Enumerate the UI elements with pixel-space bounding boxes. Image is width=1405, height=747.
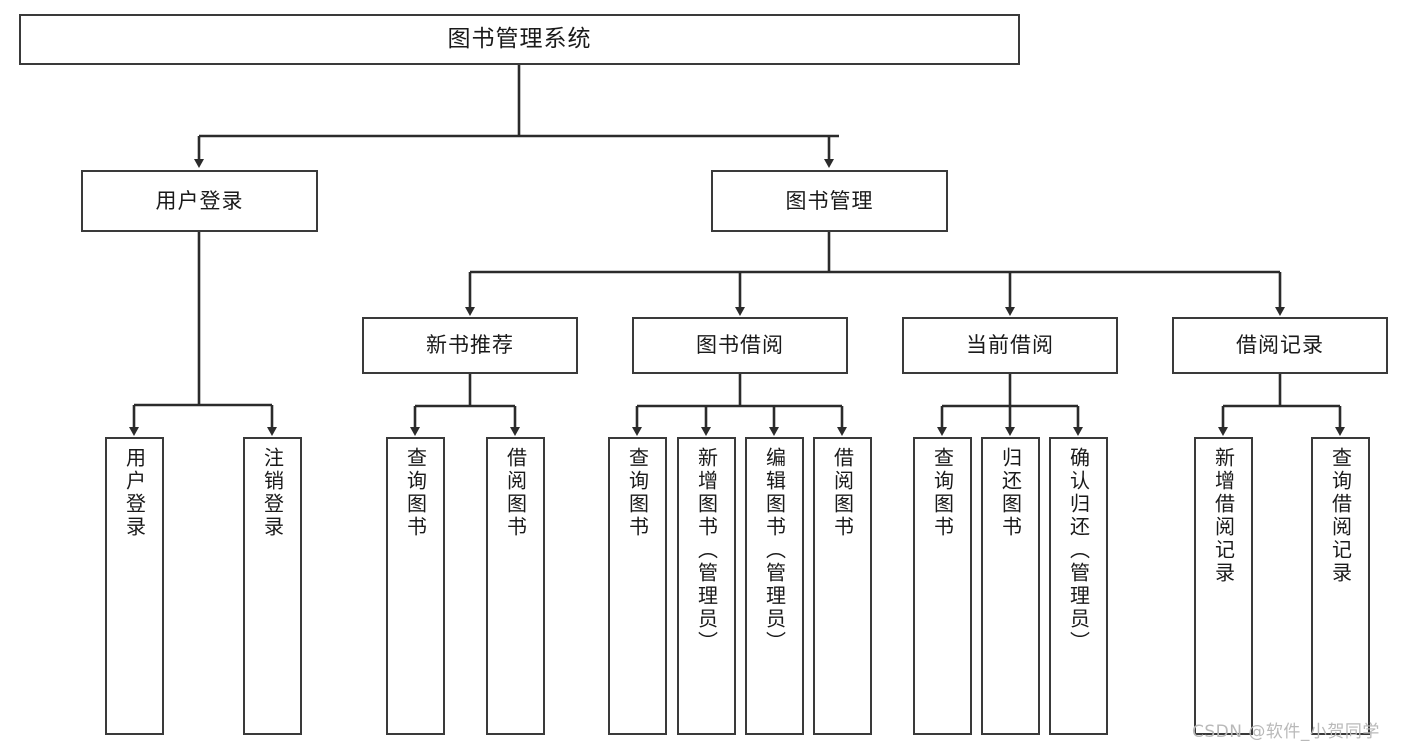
node-label: 借阅图书 bbox=[503, 447, 528, 539]
node-label: 编辑图书（管理员） bbox=[762, 447, 787, 654]
node-leaf-query-book-recommend[interactable]: 查询图书 bbox=[386, 437, 445, 735]
node-label: 图书借阅 bbox=[696, 333, 784, 358]
node-label: 新书推荐 bbox=[426, 333, 514, 358]
node-book-manage[interactable]: 图书管理 bbox=[711, 170, 948, 232]
node-leaf-borrow-book-recommend[interactable]: 借阅图书 bbox=[486, 437, 545, 735]
node-label: 查询图书 bbox=[403, 447, 428, 539]
node-label: 图书管理 bbox=[785, 188, 874, 213]
node-leaf-user-login[interactable]: 用户登录 bbox=[105, 437, 164, 735]
node-current-borrow[interactable]: 当前借阅 bbox=[902, 317, 1118, 374]
node-leaf-return-book[interactable]: 归还图书 bbox=[981, 437, 1040, 735]
node-label: 图书管理系统 bbox=[447, 25, 592, 52]
node-leaf-add-book[interactable]: 新增图书（管理员） bbox=[677, 437, 736, 735]
node-leaf-query-book-current[interactable]: 查询图书 bbox=[913, 437, 972, 735]
node-label: 用户登录 bbox=[122, 447, 147, 539]
node-leaf-logout[interactable]: 注销登录 bbox=[243, 437, 302, 735]
node-label: 查询图书 bbox=[930, 447, 955, 539]
node-label: 新增借阅记录 bbox=[1211, 447, 1236, 585]
node-label: 查询借阅记录 bbox=[1328, 447, 1353, 585]
node-leaf-query-borrow-record[interactable]: 查询借阅记录 bbox=[1311, 437, 1370, 735]
node-borrow-record[interactable]: 借阅记录 bbox=[1172, 317, 1388, 374]
node-label: 归还图书 bbox=[998, 447, 1023, 539]
node-leaf-borrow-book[interactable]: 借阅图书 bbox=[813, 437, 872, 735]
node-leaf-confirm-return[interactable]: 确认归还（管理员） bbox=[1049, 437, 1108, 735]
node-label: 注销登录 bbox=[260, 447, 285, 539]
node-root-system[interactable]: 图书管理系统 bbox=[19, 14, 1020, 65]
node-leaf-add-borrow-record[interactable]: 新增借阅记录 bbox=[1194, 437, 1253, 735]
node-user-login[interactable]: 用户登录 bbox=[81, 170, 318, 232]
node-label: 确认归还（管理员） bbox=[1066, 447, 1091, 654]
node-label: 当前借阅 bbox=[966, 333, 1054, 358]
node-label: 新增图书（管理员） bbox=[694, 447, 719, 654]
node-label: 用户登录 bbox=[155, 188, 244, 213]
node-book-borrow[interactable]: 图书借阅 bbox=[632, 317, 848, 374]
watermark-text: CSDN @软件_小贺同学 bbox=[1192, 722, 1380, 742]
node-label: 查询图书 bbox=[625, 447, 650, 539]
node-label: 借阅记录 bbox=[1236, 333, 1324, 358]
node-new-book-recommend[interactable]: 新书推荐 bbox=[362, 317, 578, 374]
node-leaf-edit-book[interactable]: 编辑图书（管理员） bbox=[745, 437, 804, 735]
node-label: 借阅图书 bbox=[830, 447, 855, 539]
node-leaf-query-book-borrow[interactable]: 查询图书 bbox=[608, 437, 667, 735]
